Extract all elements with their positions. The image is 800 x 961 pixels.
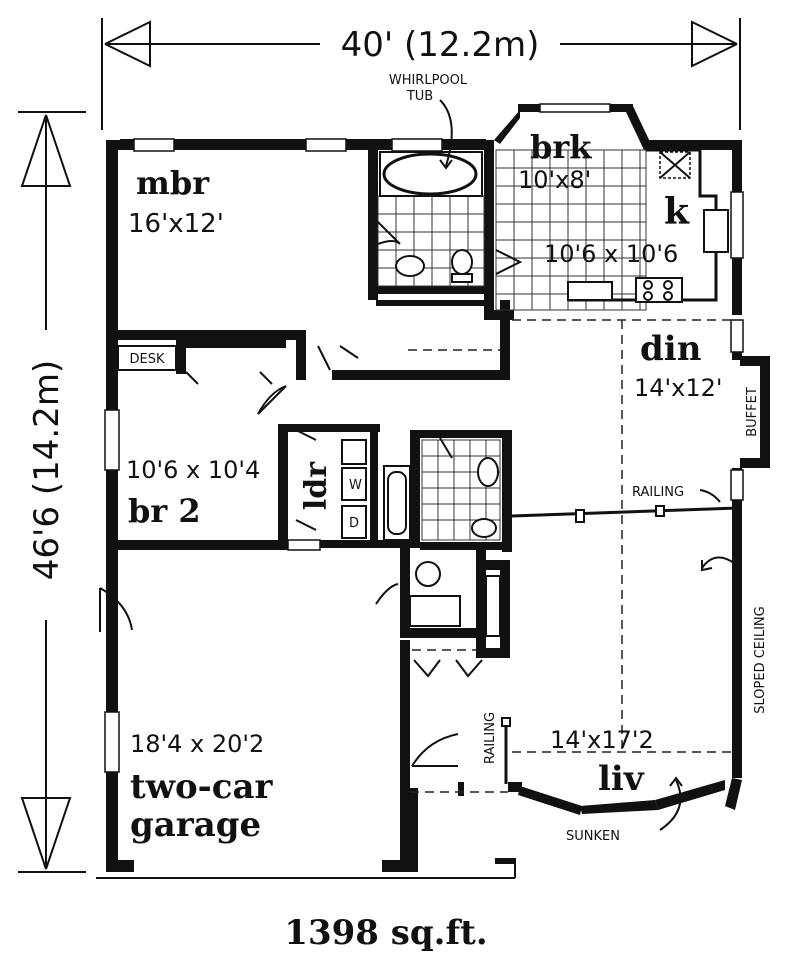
depth-label: 46'6 (14.2m) — [27, 360, 67, 580]
br2-size: 10'6 x 10'4 — [126, 456, 260, 484]
width-label: 40' (12.2m) — [341, 25, 540, 65]
din-size: 14'x12' — [634, 374, 722, 402]
railing-top-label: RAILING — [632, 485, 684, 500]
interior-walls — [106, 140, 514, 658]
br2-name: br 2 — [128, 492, 201, 530]
garage-size: 18'4 x 20'2 — [130, 730, 264, 758]
ldr-name: ldr — [299, 461, 334, 510]
range — [635, 277, 683, 303]
mbr-size: 16'x12' — [128, 209, 224, 239]
width-dimension: 40' (12.2m) — [101, 18, 741, 130]
bath-toilet — [451, 249, 473, 275]
dryer-label: D — [349, 516, 359, 531]
washer-label: W — [349, 478, 362, 493]
brk-name: brk — [530, 128, 592, 166]
buffet-label: BUFFET — [745, 387, 760, 437]
din-name: din — [640, 329, 701, 369]
total-area: 1398 sq.ft. — [284, 913, 487, 953]
dashed-lines — [408, 319, 732, 793]
brk-size: 10'x8' — [518, 166, 591, 194]
whirlpool-label-line1: WHIRLPOOL — [389, 73, 468, 88]
walls — [106, 104, 770, 872]
garage-name-line1: two-car — [130, 767, 273, 807]
depth-dimension: 46'6 (14.2m) — [18, 111, 86, 873]
sloped-ceiling-label: SLOPED CEILING — [753, 606, 768, 713]
bath-sink — [395, 255, 425, 277]
liv-size: 14'x17'2 — [550, 726, 654, 754]
liv-name: liv — [598, 759, 645, 799]
railings — [501, 505, 739, 784]
kitchen-sink — [703, 209, 729, 253]
k-name: k — [664, 191, 690, 233]
k-size: 10'6 x 10'6 — [544, 240, 678, 268]
windows — [104, 103, 744, 773]
railing-left-label: RAILING — [483, 712, 498, 764]
fixtures — [341, 148, 729, 637]
leader-arrows — [439, 99, 739, 831]
garage-name-line2: garage — [130, 805, 261, 845]
doors — [99, 221, 523, 767]
sunken-label: SUNKEN — [566, 829, 620, 844]
desk-label: DESK — [129, 352, 164, 367]
whirlpool-tub — [382, 152, 478, 196]
mbr-name: mbr — [136, 164, 210, 202]
whirlpool-label-line2: TUB — [406, 89, 433, 104]
room-labels: mbr 16'x12' brk 10'x8' k 10'6 x 10'6 din… — [126, 128, 722, 845]
notes: WHIRLPOOL TUB DESK BUFFET RAILING RAILIN… — [117, 73, 768, 844]
